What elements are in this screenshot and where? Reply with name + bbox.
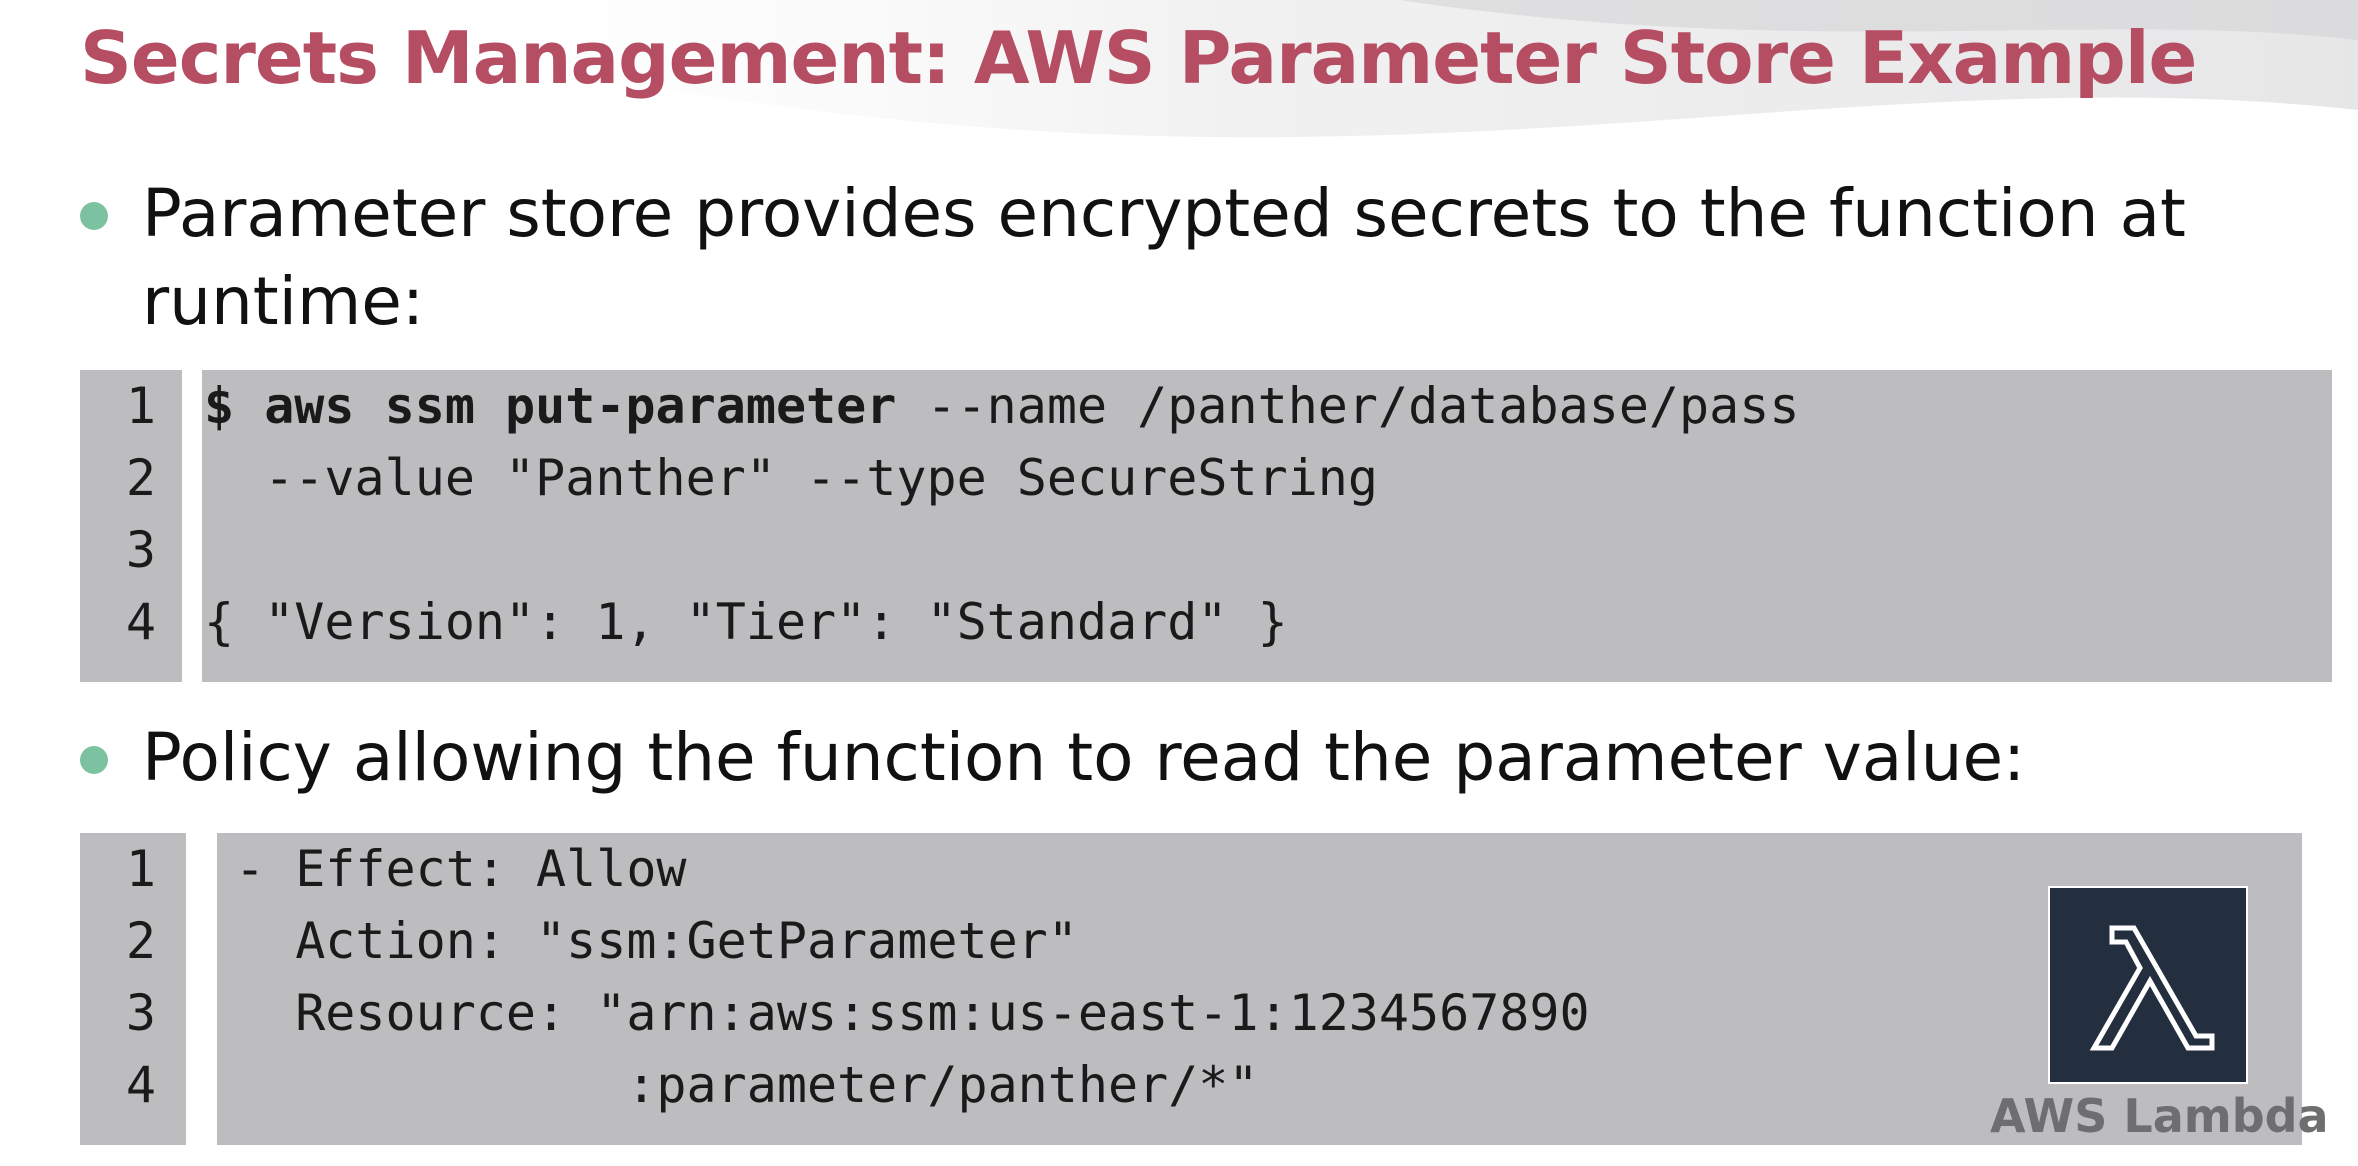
code-line: $ aws ssm put-parameter --name /panther/… — [204, 370, 1799, 442]
line-number: 2 — [125, 912, 156, 970]
code-line: { "Version": 1, "Tier": "Standard" } — [204, 586, 1288, 658]
bullet-item-policy: Policy allowing the function to read the… — [80, 714, 2302, 802]
code-line-gutter: 1 2 3 4 — [80, 833, 186, 1145]
code-block-policy: 1 2 3 4 - Effect: Allow Action: "ssm:Get… — [80, 833, 2302, 1145]
code-line: --value "Panther" --type SecureString — [204, 442, 1378, 514]
code-line: Action: "ssm:GetParameter" — [235, 912, 1078, 970]
line-number: 3 — [125, 984, 156, 1042]
line-number: 4 — [125, 593, 156, 651]
code-command: $ aws ssm put-parameter — [204, 377, 897, 435]
line-number: 3 — [125, 521, 156, 579]
code-body: - Effect: Allow Action: "ssm:GetParamete… — [217, 833, 2302, 1145]
line-number: 2 — [125, 449, 156, 507]
code-line-gutter: 1 2 3 4 — [80, 370, 182, 682]
code-body: $ aws ssm put-parameter --name /panther/… — [202, 370, 2332, 682]
lambda-icon — [2089, 925, 2215, 1051]
line-number: 1 — [125, 377, 156, 435]
code-line: Resource: "arn:aws:ssm:us-east-1:1234567… — [235, 984, 1590, 1042]
bullet-dot-icon — [80, 746, 108, 774]
line-number: 4 — [125, 1056, 156, 1114]
aws-lambda-caption: AWS Lambda — [1990, 1089, 2329, 1143]
code-line: - Effect: Allow — [235, 840, 687, 898]
slide-title: Secrets Management: AWS Parameter Store … — [80, 16, 2197, 100]
code-args: --value "Panther" --type SecureString — [204, 449, 1378, 507]
bullet-text: Parameter store provides encrypted secre… — [142, 175, 2186, 340]
bullet-text: Policy allowing the function to read the… — [142, 719, 2026, 796]
code-line: :parameter/panther/*" — [235, 1056, 1259, 1114]
bullet-dot-icon — [80, 202, 108, 230]
code-block-put-parameter: 1 2 3 4 $ aws ssm put-parameter --name /… — [80, 370, 2332, 682]
code-output: { "Version": 1, "Tier": "Standard" } — [204, 593, 1288, 651]
line-number: 1 — [125, 840, 156, 898]
aws-lambda-logo — [2048, 886, 2248, 1084]
bullet-item-parameter-store: Parameter store provides encrypted secre… — [80, 170, 2302, 346]
code-args: --name /panther/database/pass — [896, 377, 1800, 435]
